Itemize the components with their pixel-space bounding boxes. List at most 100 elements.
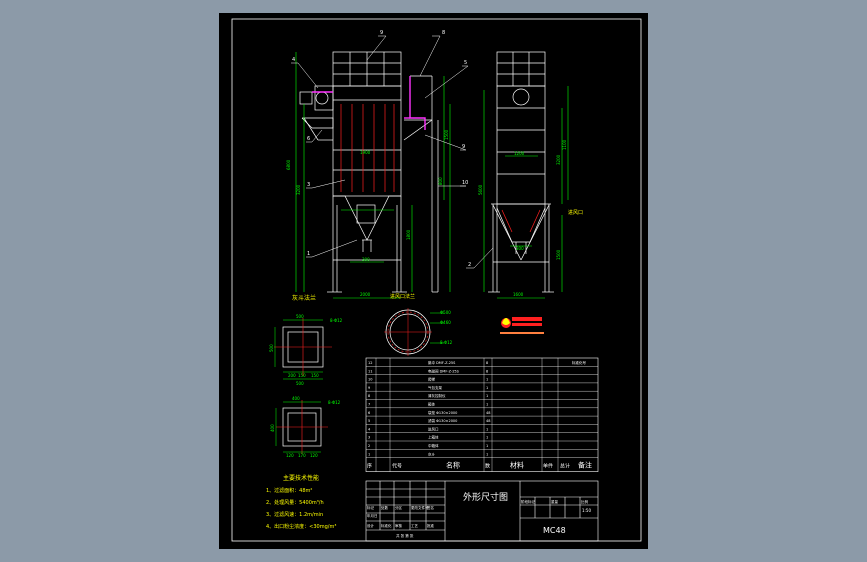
svg-text:170: 170 (298, 453, 306, 458)
svg-text:Φ500: Φ500 (440, 310, 451, 315)
svg-text:500: 500 (296, 314, 304, 319)
parts-row-qty: 1 (486, 436, 488, 440)
parts-row-name: 气包支架 (428, 385, 442, 390)
svg-text:8-Φ12: 8-Φ12 (440, 340, 453, 345)
svg-text:1500: 1500 (556, 249, 561, 260)
parts-row-qty: 1 (486, 452, 488, 456)
parts-row-index: 2 (368, 444, 370, 448)
parts-row-name: 袋笼 Φ130×2000 (428, 410, 457, 415)
svg-text:120: 120 (310, 453, 318, 458)
callout-10: 10 (462, 180, 468, 186)
title-block (365, 480, 599, 542)
parts-row-index: 5 (368, 419, 370, 423)
parts-row-qty: 1 (486, 386, 488, 390)
parts-row-index: 7 (368, 403, 370, 407)
parts-header-cell: 总计 (560, 463, 570, 470)
parts-row-qty: 1 (486, 394, 488, 398)
parts-header-cell: 单件 (543, 463, 553, 470)
tech-spec-3: 3、过滤风速：1.2m/min (266, 511, 323, 518)
parts-row-name: 中箱体 (428, 443, 439, 448)
svg-text:Φ460: Φ460 (440, 320, 451, 325)
parts-row-index: 6 (368, 411, 370, 415)
outlet-flange-label: 进风口法兰 (390, 293, 415, 300)
parts-row-qty: 1 (486, 378, 488, 382)
side-callout-2: 2 (468, 262, 471, 268)
svg-text:500: 500 (296, 381, 304, 386)
svg-text:8-Φ12: 8-Φ12 (328, 400, 341, 405)
callout-5: 5 (464, 60, 467, 66)
side-dimension-text: 5600 3200 1100 1500 1600 1200 300 (478, 139, 567, 297)
front-filter-bags (340, 104, 395, 192)
side-view (488, 51, 554, 293)
front-leaders (291, 35, 469, 258)
side-dimensions (483, 86, 569, 299)
parts-row-name: 进风口 (428, 426, 439, 431)
svg-text:200: 200 (288, 373, 296, 378)
tb-approve: 批准 (427, 523, 435, 528)
parts-header-cell: 数 (485, 463, 490, 470)
tech-spec-4: 4、出口粉尘浓度：<30mg/m³ (266, 523, 336, 530)
parts-row-name: 上箱体 (428, 435, 439, 440)
svg-text:1100: 1100 (562, 139, 567, 150)
svg-text:1500: 1500 (444, 129, 449, 140)
title-block-small-cells: 标记 处数 分区 更改文件号 签名 年月日 阶段标记 重量 比例 设计 标准化 … (367, 499, 589, 528)
callout-4: 4 (292, 57, 295, 63)
parts-header-cell: 备注 (578, 461, 592, 470)
svg-text:5600: 5600 (478, 184, 483, 195)
callout-3: 3 (307, 182, 310, 188)
round-flange-detail: Φ500 Φ460 8-Φ12 (384, 308, 453, 356)
tech-spec-1: 1、过滤面积：48m² (266, 487, 312, 494)
tb-cell-doc: 更改文件号 (411, 505, 429, 510)
svg-text:300: 300 (362, 257, 370, 262)
parts-row-name: 箱体 (428, 402, 436, 407)
side-leaders (466, 247, 494, 269)
parts-row-qty: 1 (486, 444, 488, 448)
company-logo (500, 317, 544, 334)
parts-header-cell: 名称 (446, 461, 460, 470)
tb-stage: 阶段标记 (521, 499, 535, 504)
tb-cell-date: 年月日 (367, 513, 378, 518)
tb-cell-sign: 签名 (427, 505, 434, 510)
svg-text:120: 120 (286, 453, 294, 458)
tb-process: 工艺 (411, 523, 419, 528)
drawing-title: 外形尺寸图 (463, 491, 508, 503)
parts-header-cell: 序 (367, 463, 372, 470)
parts-row-qty: 1 (486, 427, 488, 431)
parts-row-index: 8 (368, 394, 370, 398)
tb-review: 审核 (395, 523, 403, 528)
front-pipes (312, 76, 426, 130)
svg-text:6800: 6800 (286, 159, 291, 170)
svg-text:150: 150 (311, 373, 319, 378)
parts-row-qty: 8 (486, 361, 488, 365)
side-hopper-hatch (501, 209, 541, 233)
svg-text:3200: 3200 (296, 184, 301, 195)
front-dimensions (295, 52, 451, 299)
sheet-count: 共 张 第 张 (396, 533, 414, 538)
svg-text:150: 150 (298, 373, 306, 378)
svg-text:2000: 2000 (360, 292, 371, 297)
drawing-sheet (219, 13, 648, 549)
tb-scale: 比例 (581, 499, 589, 504)
svg-text:1800: 1800 (406, 229, 411, 240)
svg-text:3200: 3200 (556, 154, 561, 165)
parts-row-index: 11 (368, 369, 372, 373)
svg-text:300: 300 (516, 246, 524, 251)
callout-1: 1 (307, 251, 310, 257)
parts-row-name: 电磁阀 DMF-Z-25S (428, 368, 460, 373)
tb-cell-mark: 标记 (367, 505, 375, 510)
parts-row-index: 9 (368, 386, 370, 390)
tb-cell-count: 处数 (381, 505, 389, 510)
model-number: MC48 (543, 526, 566, 535)
tech-spec-2: 2、处理风量：5400m³/h (266, 499, 324, 506)
parts-row-name: 爬梯 (428, 377, 436, 382)
parts-header-cell: 材料 (510, 461, 524, 470)
svg-text:500: 500 (269, 344, 274, 352)
callout-6: 6 (307, 136, 310, 142)
parts-row-qty: 48 (486, 419, 490, 423)
side-inlet-note: 进风口 (568, 209, 583, 216)
tb-design: 设计 (367, 523, 375, 528)
parts-row-index: 4 (368, 427, 371, 431)
